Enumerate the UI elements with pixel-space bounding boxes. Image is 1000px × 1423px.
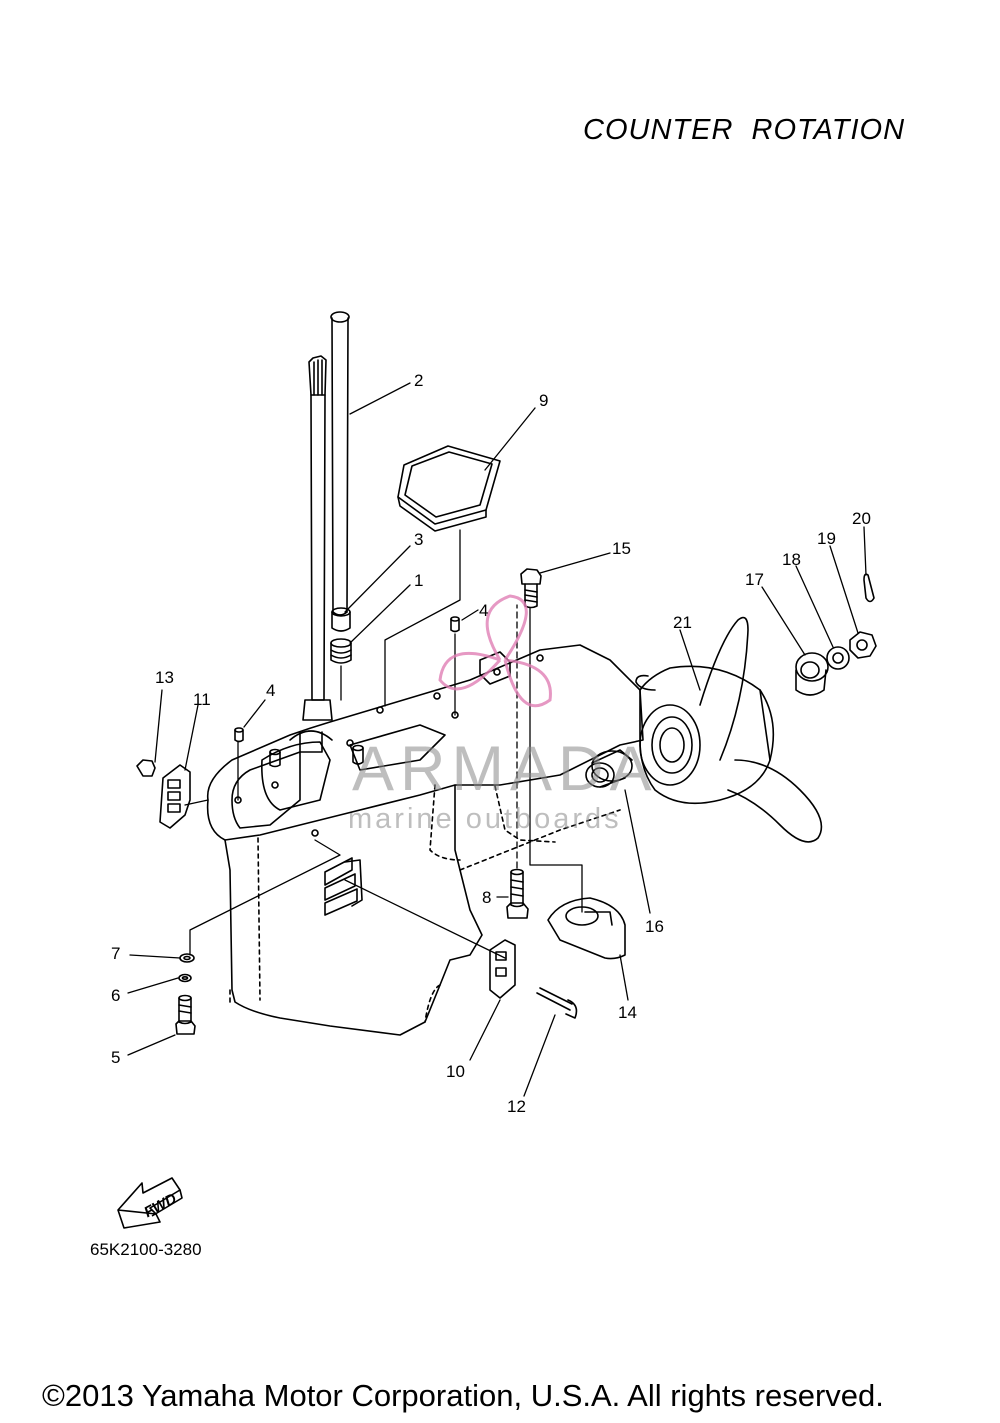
callout-2: 2 [414,371,423,390]
callout-5: 5 [111,1048,120,1067]
washer-18 [826,646,850,670]
leader-lines [127,382,867,1097]
callout-18: 18 [782,550,801,569]
oil-seal [330,638,352,664]
callout-12: 12 [507,1097,526,1116]
callout-11: 11 [193,690,211,709]
callout-19: 19 [817,529,836,548]
callout-14: 14 [618,1003,637,1022]
dowel-pins [234,616,460,743]
trim-tab [547,897,626,960]
bushing [331,607,351,632]
callout-1: 1 [414,571,423,590]
anode-11 [159,764,191,829]
washers-bolt [175,953,196,1035]
callout-13: 13 [155,668,174,687]
lower-case [206,644,644,1036]
watermark-brand: ARMADA [352,734,658,804]
callout-6: 6 [111,986,120,1005]
callout-20: 20 [852,509,871,528]
watermark-subtitle: marine outboards [348,803,622,835]
shift-rod [330,311,350,616]
callout-3: 3 [414,530,423,549]
callout-7: 7 [111,944,120,963]
anode-10 [489,939,516,999]
callout-labels: 1 2 3 4 4 5 6 7 8 9 10 11 12 13 14 15 16… [111,371,871,1116]
drive-shaft [302,355,333,721]
callout-15: 15 [612,539,631,558]
callout-8: 8 [482,888,491,907]
cotter-pin [863,573,875,603]
diagram-code: 65K2100-3280 [90,1240,202,1259]
callout-21: 21 [673,613,692,632]
gasket [397,445,501,532]
callout-16: 16 [645,917,664,936]
callout-17: 17 [745,570,764,589]
callout-10: 10 [446,1062,465,1081]
callout-4a: 4 [266,681,275,700]
screw-12 [536,987,578,1019]
callout-9: 9 [539,391,548,410]
nut-13 [136,759,156,777]
nut-19 [849,631,877,659]
bolt-8 [506,868,529,919]
watermark-logo [438,594,552,708]
fwd-arrow-icon [117,1177,183,1229]
fwd-label: FWD [141,1190,179,1221]
thrust-holder [585,749,633,788]
diagram-title: COUNTER ROTATION [583,114,906,146]
copyright-notice: ©2013 Yamaha Motor Corporation, U.S.A. A… [42,1378,884,1413]
spacer-17 [795,652,829,696]
callout-4b: 4 [479,601,488,620]
propeller [635,616,823,843]
